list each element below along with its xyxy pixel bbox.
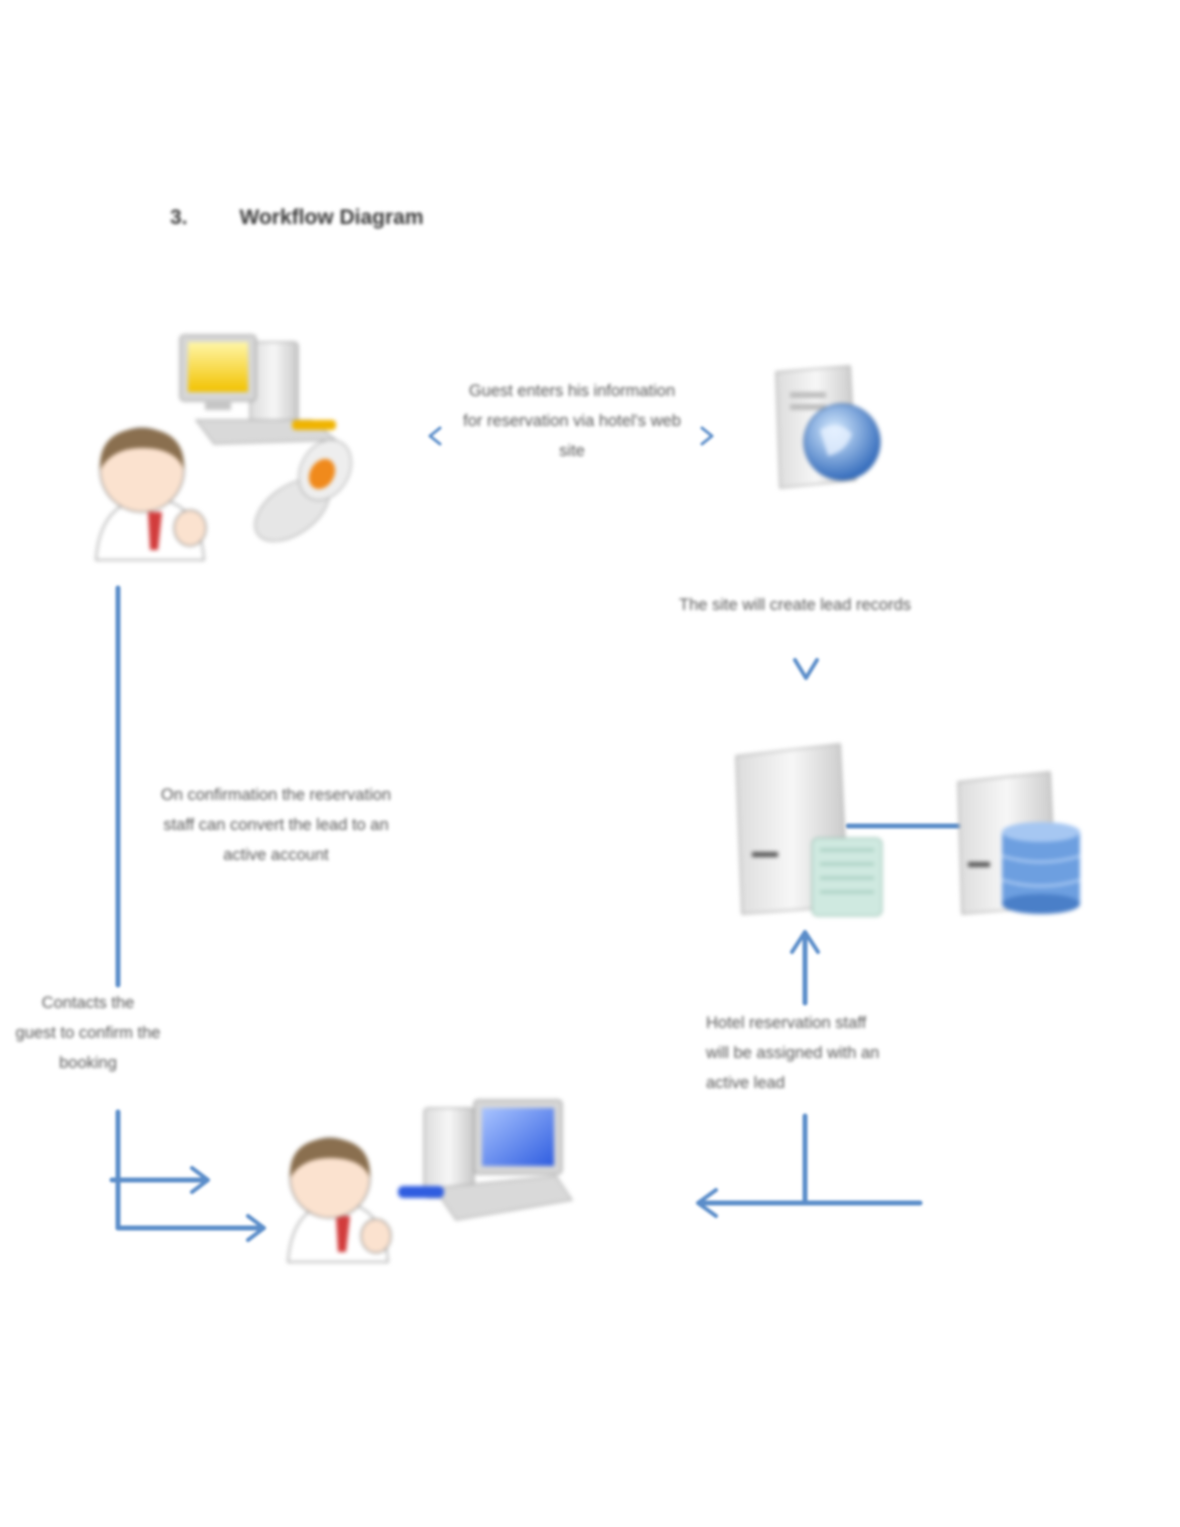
arrow-to-staff-right (696, 1113, 923, 1218)
guest-computer-icon (179, 334, 338, 445)
staff-person-icon (287, 1137, 392, 1263)
web-server-node (775, 365, 881, 489)
label-site-creates: The site will create lead records (678, 596, 911, 614)
section-number: 3. (170, 206, 188, 229)
arrow-to-staff-left (109, 1109, 266, 1242)
db-server-node (957, 771, 1081, 915)
arrow-guest-to-webserver (428, 426, 714, 446)
arrow-up-to-crm (790, 930, 820, 1006)
label-staff-assigned: Hotel reservation staff will be assigned… (706, 1014, 880, 1092)
database-icon (1001, 822, 1081, 914)
label-on-confirmation: On confirmation the reservation staff ca… (160, 786, 392, 864)
section-heading: 3. Workflow Diagram (170, 206, 424, 230)
guest-person-icon (95, 427, 207, 561)
guest-node (95, 334, 352, 561)
staff-node (287, 1099, 573, 1263)
label-guest-enters: Guest enters his information for reserva… (463, 382, 681, 460)
guest-phone-icon (254, 439, 352, 542)
crm-server-node (735, 743, 883, 917)
staff-computer-icon (398, 1099, 573, 1221)
label-contacts-guest: Contacts the guest to confirm the bookin… (15, 994, 161, 1072)
section-title: Workflow Diagram (239, 206, 424, 229)
arrow-down-to-crm (793, 658, 819, 680)
